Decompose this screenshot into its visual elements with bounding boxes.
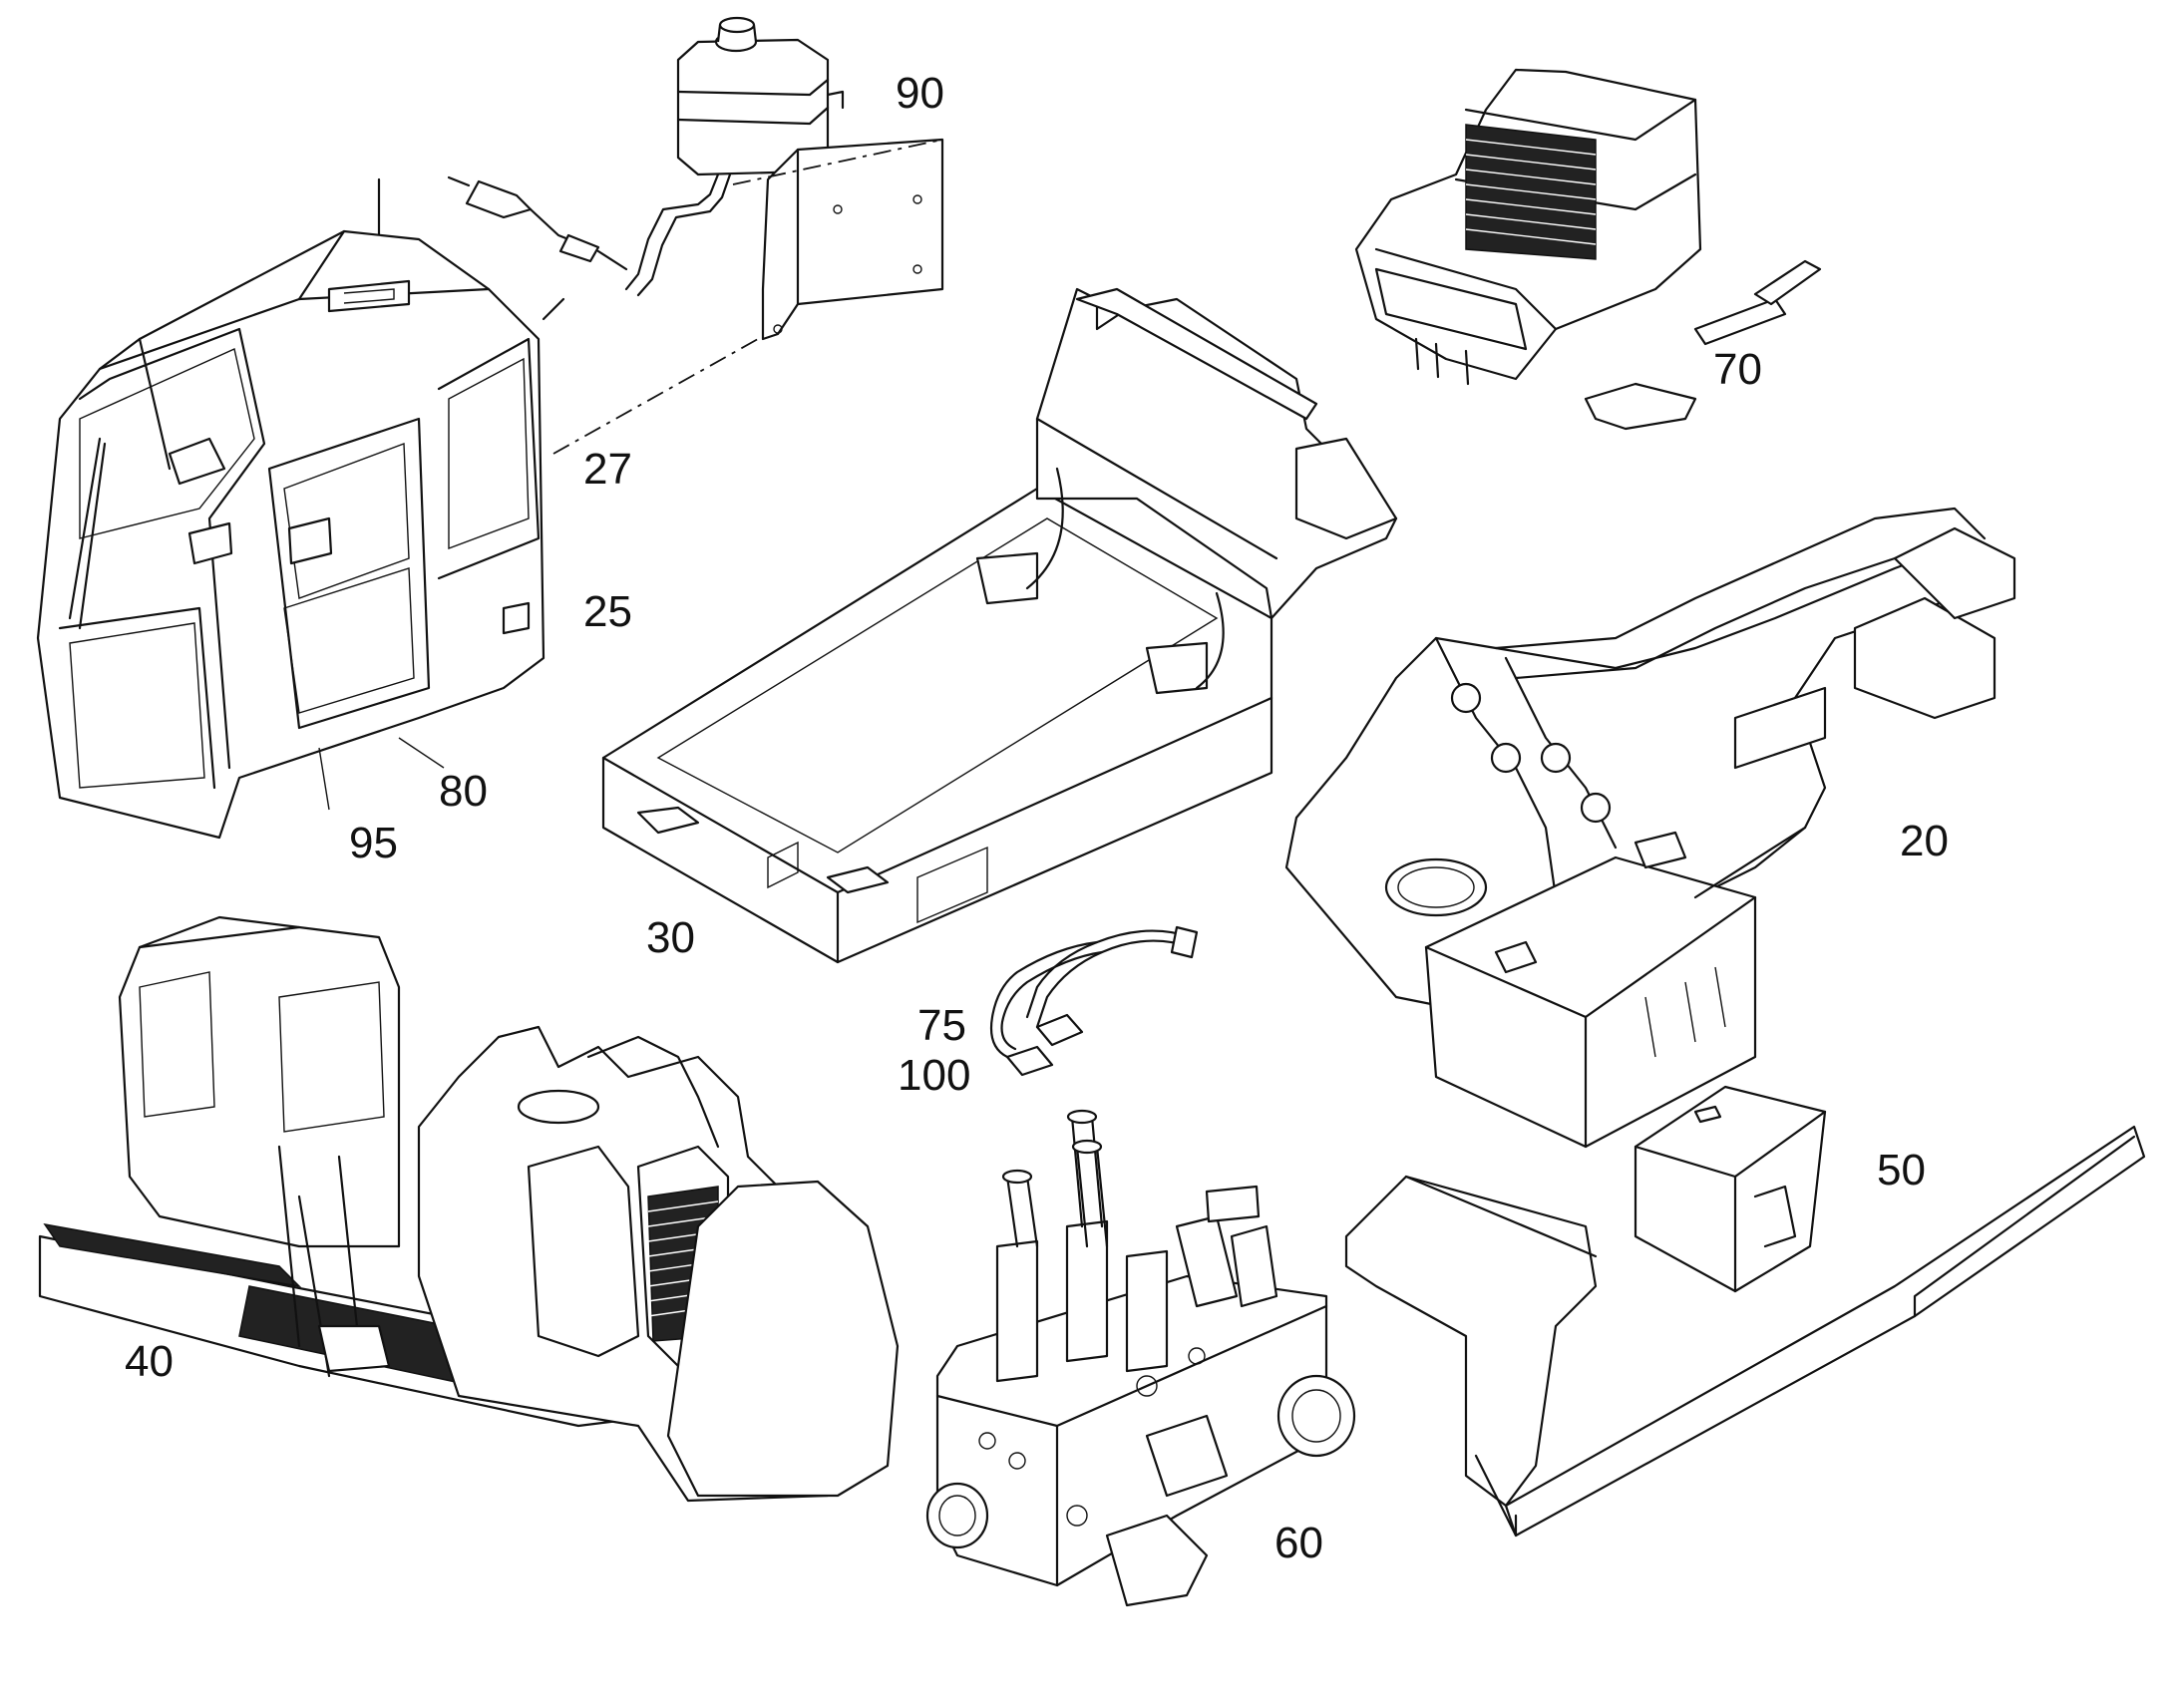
callout-70: 70 [1713, 345, 1762, 394]
part-40-upper-structure [38, 915, 900, 1503]
callout-100: 100 [898, 1051, 970, 1100]
part-50-battery-box [1344, 1085, 2146, 1537]
part-30-frame-box [601, 287, 1398, 964]
heater-grille [1465, 124, 1597, 260]
callout-90: 90 [896, 69, 944, 118]
callout-40: 40 [125, 1337, 174, 1386]
callout-30: 30 [646, 913, 695, 962]
callout-50: 50 [1877, 1146, 1926, 1195]
callout-60: 60 [1274, 1519, 1323, 1567]
callout-75: 75 [917, 1001, 966, 1050]
part-27-hose-filter [447, 175, 628, 271]
callout-20: 20 [1900, 817, 1949, 865]
callout-25: 25 [583, 587, 632, 636]
part-70-heater-unit [1354, 68, 1822, 431]
callout-95: 95 [349, 819, 398, 867]
part-60-valve-block [925, 1109, 1356, 1607]
callout-27: 27 [583, 445, 632, 494]
dash-line-cab-to-tank-lower [552, 338, 759, 455]
part-25-operator-cab [36, 177, 565, 840]
callout-80: 80 [439, 767, 488, 816]
part-20-main-frame [1284, 507, 2016, 1149]
part-75-100-wiring-harness [989, 925, 1199, 1077]
part-90-reservoir-tank [624, 16, 944, 341]
